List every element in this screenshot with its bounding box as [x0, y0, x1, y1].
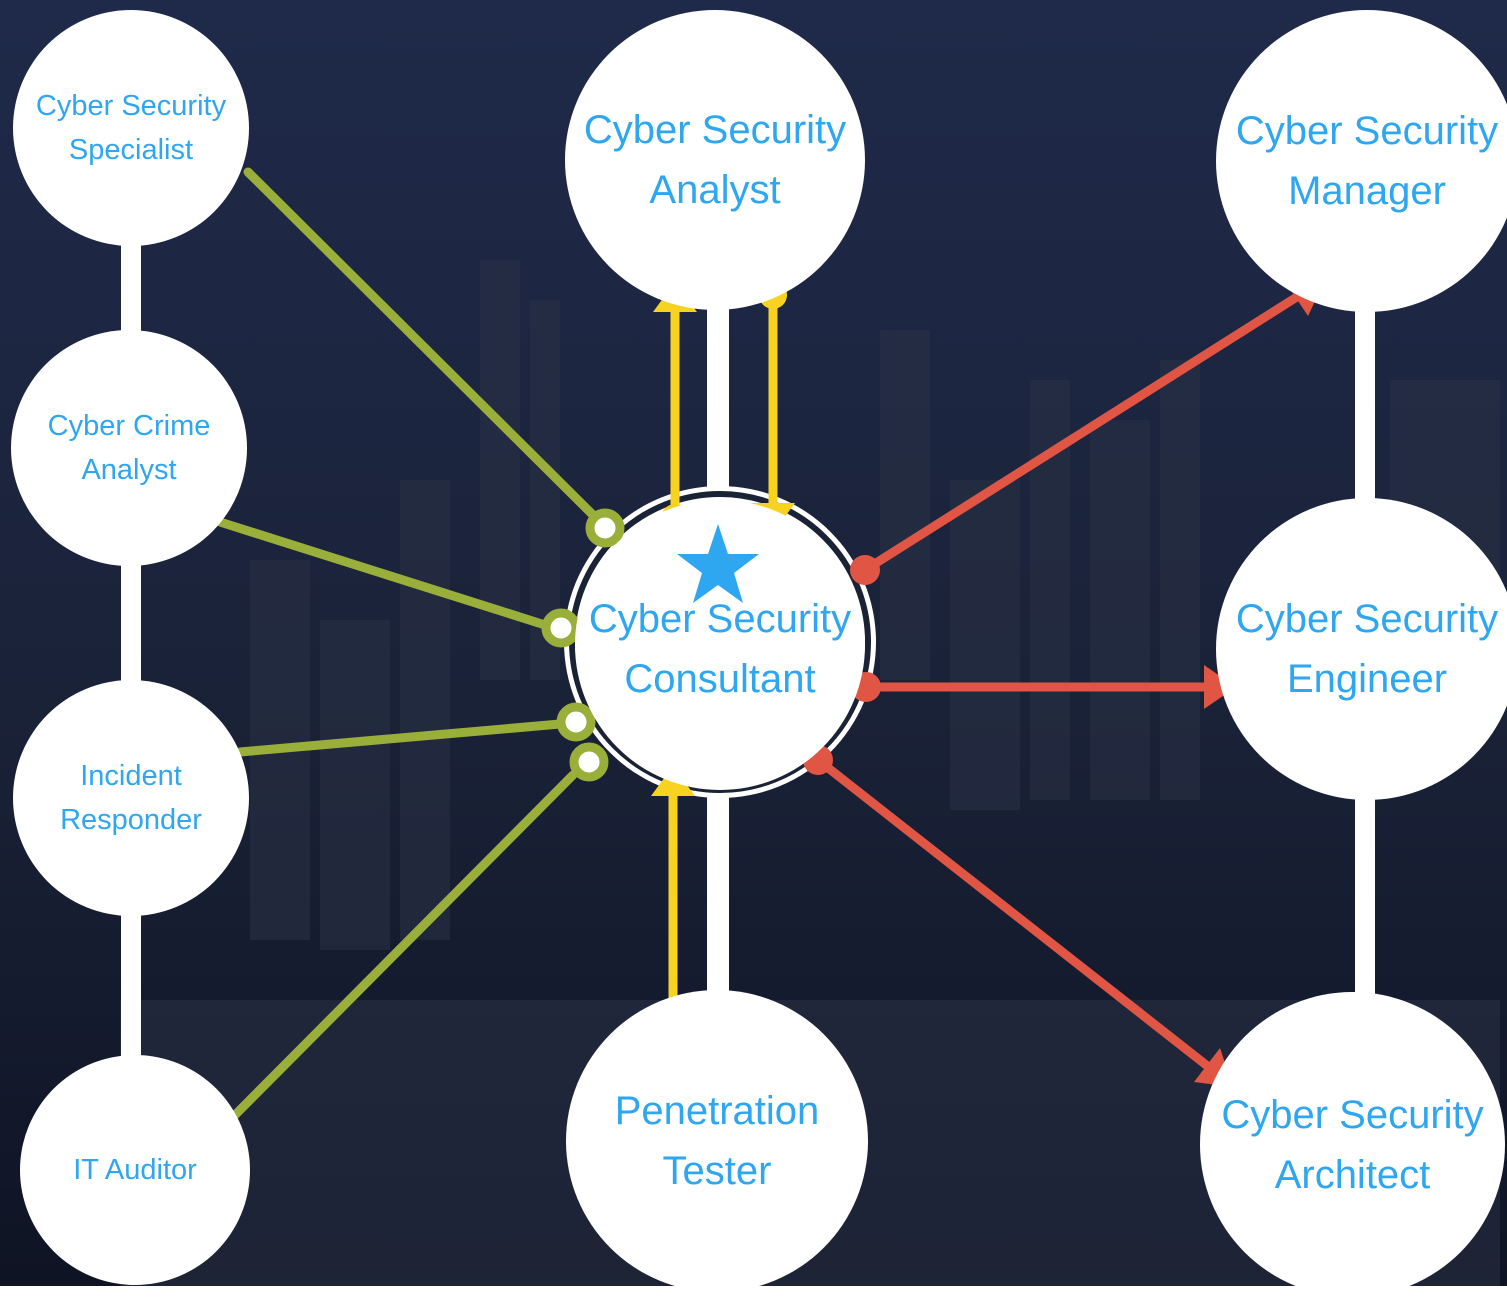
green-link-end-incident: [556, 702, 596, 742]
connector-analyst-consultant: [707, 305, 729, 505]
node-cyber-security-specialist: Cyber Security Specialist: [13, 10, 249, 246]
node-label: Cyber Crime Analyst: [47, 410, 211, 486]
node-label: Incident Responder: [60, 760, 202, 836]
green-link-end-crime: [541, 608, 581, 648]
red-link-to-manager: [862, 291, 1303, 574]
node-label: Penetration Tester: [614, 1089, 820, 1193]
node-incident-responder: Incident Responder: [13, 680, 249, 916]
green-link-incident: [235, 719, 565, 757]
red-links: [803, 278, 1326, 1087]
green-links: [215, 167, 598, 1120]
node-cyber-crime-analyst: Cyber Crime Analyst: [11, 330, 247, 566]
connector-consultant-pentest: [707, 785, 729, 995]
green-link-end-specialist: [585, 508, 625, 548]
connector-incident-auditor: [121, 910, 141, 1060]
node-it-auditor: IT Auditor: [20, 1055, 250, 1285]
node-label: Cyber Security Analyst: [583, 108, 847, 212]
node-label: Cyber Security Architect: [1221, 1092, 1484, 1197]
green-link-ends: [541, 508, 625, 782]
green-link-end-auditor: [569, 742, 609, 782]
red-link-to-architect: [815, 756, 1213, 1072]
green-link-crime: [215, 517, 550, 630]
star-icon: [677, 524, 759, 603]
white-connectors: [121, 240, 1375, 1060]
node-label: IT Auditor: [73, 1154, 197, 1186]
green-link-auditor: [230, 770, 578, 1120]
node-cyber-security-architect: Cyber Security Architect: [1200, 992, 1505, 1297]
connector-engineer-architect: [1355, 795, 1375, 995]
node-cyber-security-engineer: Cyber Security Engineer: [1216, 498, 1507, 800]
red-dot-manager-start: [850, 555, 880, 585]
green-link-specialist: [243, 167, 598, 520]
node-cyber-security-manager: Cyber Security Manager: [1216, 10, 1507, 312]
connector-manager-engineer: [1355, 305, 1375, 505]
node-label: Cyber Security Manager: [1235, 109, 1499, 213]
node-penetration-tester: Penetration Tester: [566, 990, 868, 1292]
node-label: Cyber Security Engineer: [1235, 597, 1499, 701]
node-label: Cyber Security Specialist: [35, 90, 227, 166]
connector-crime-incident: [121, 560, 141, 685]
node-cyber-security-analyst: Cyber Security Analyst: [565, 10, 865, 310]
node-label: Cyber Security Consultant: [588, 597, 852, 701]
connector-specialist-crime: [121, 240, 141, 335]
